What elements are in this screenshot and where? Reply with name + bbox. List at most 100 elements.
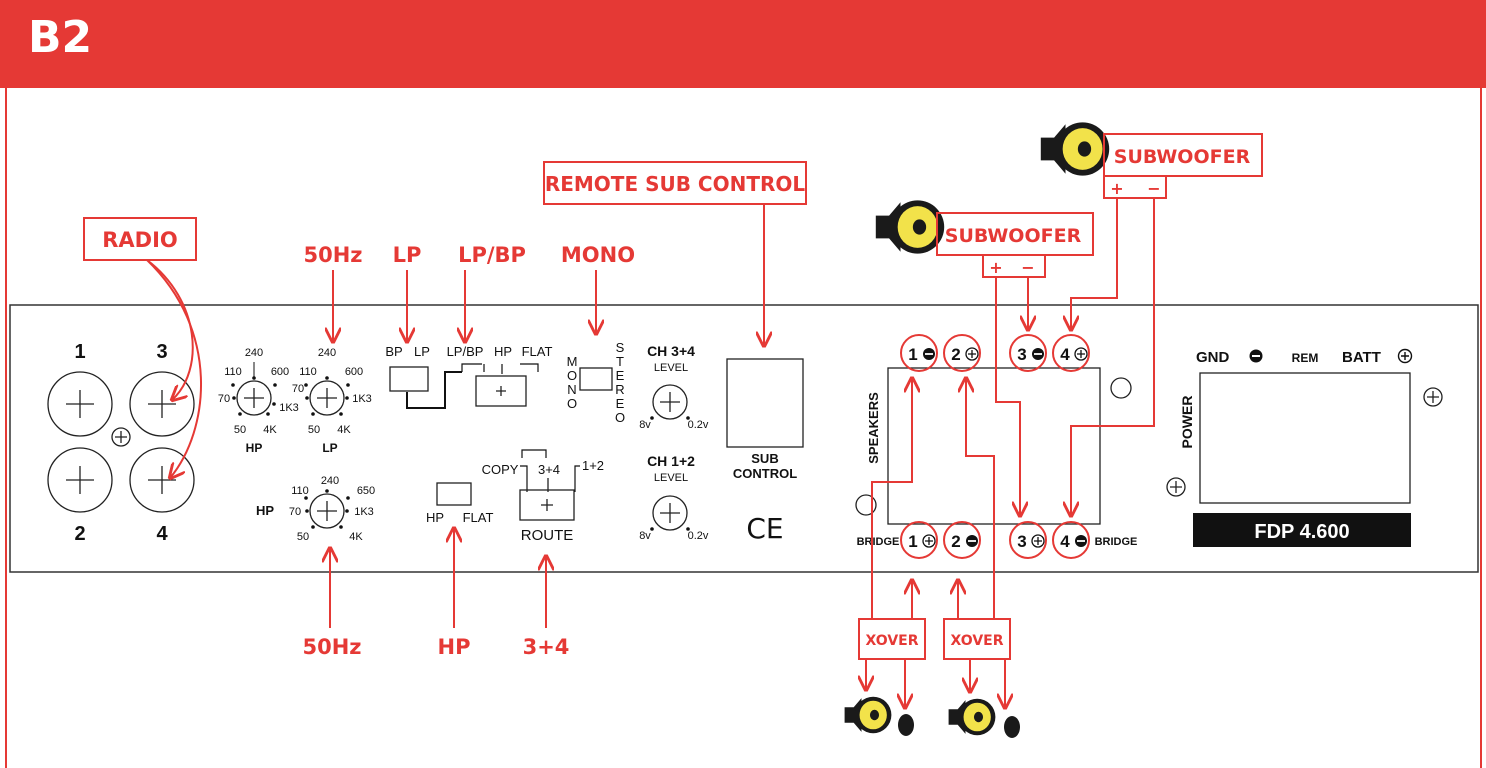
terminal-2-minus-bottom[interactable]: 2 (943, 521, 981, 559)
ch34-level-label: LEVEL (654, 362, 688, 374)
ch34-level-knob-group: CH 3+4 LEVEL 8v 0.2v (639, 343, 709, 431)
subwoofer-1-callout: SUBWOOFER (945, 225, 1082, 247)
ch12-level-knob[interactable] (652, 495, 688, 531)
flat-label: FLAT (522, 344, 553, 359)
tick-240: 240 (321, 475, 339, 487)
sub-control-port[interactable] (726, 358, 804, 448)
tick-240: 240 (318, 347, 336, 359)
hp-knob-top[interactable] (236, 380, 272, 416)
xover-2-tweeter-icon (1004, 716, 1020, 738)
bp-lp-switch-group: BP LP (385, 344, 430, 392)
hp-callout: HP (438, 635, 471, 659)
bp-lp-switch[interactable] (389, 366, 429, 392)
terminal-3-minus-top[interactable]: 3 (1009, 334, 1047, 372)
svg-text:S: S (616, 340, 625, 355)
filter-mode-switch[interactable] (475, 375, 527, 407)
svg-text:T: T (616, 354, 624, 369)
terminal-3-plus-bottom[interactable]: 3 (1009, 521, 1047, 559)
svg-text:O: O (567, 396, 577, 411)
mono-stereo-switch-group: M O N O S T E R E O (567, 340, 625, 425)
rca-jack-1[interactable] (47, 371, 113, 437)
ch12-level-label: LEVEL (654, 472, 688, 484)
ch34-title: CH 3+4 (647, 343, 695, 359)
model-name: FDP 4.600 (1254, 521, 1349, 543)
route-label: ROUTE (521, 527, 574, 544)
tick-1k3: 1K3 (354, 506, 374, 518)
input-4-label: 4 (156, 523, 168, 545)
tick-1k3: 1K3 (279, 402, 299, 414)
route-switch[interactable] (519, 489, 575, 521)
rca-jack-3[interactable] (129, 371, 195, 437)
tick-600: 600 (345, 366, 363, 378)
ch34-level-knob[interactable] (652, 384, 688, 420)
sub1-minus: − (1021, 258, 1034, 277)
mono-callout: MONO (561, 243, 635, 267)
route-34-label: 3+4 (538, 462, 560, 477)
tick-70: 70 (289, 506, 301, 518)
tick-110: 110 (291, 485, 309, 497)
tick-4k: 4K (263, 424, 277, 436)
power-screw-left-icon (1166, 477, 1186, 497)
svg-text:3: 3 (1017, 532, 1026, 551)
batt-plus-icon (1397, 348, 1413, 364)
terminal-4-minus-bottom[interactable]: 4 (1052, 521, 1090, 559)
xover-1-callout: XOVER (866, 633, 919, 649)
lp-knob-label: LP (322, 441, 337, 455)
remote-callout-box (543, 161, 807, 205)
terminal-2-plus-top[interactable]: 2 (943, 334, 981, 372)
lpbp-callout: LP/BP (458, 243, 526, 267)
hp-flat-flat-label: FLAT (463, 510, 494, 525)
svg-text:E: E (616, 396, 625, 411)
bridge-right-label: BRIDGE (1095, 536, 1138, 548)
mono-stereo-switch[interactable] (579, 367, 613, 391)
svg-text:O: O (567, 368, 577, 383)
rca-jack-2[interactable] (47, 447, 113, 513)
hp-knob-bottom[interactable] (309, 493, 345, 529)
ch12-title: CH 1+2 (647, 453, 695, 469)
hp-flat-switch[interactable] (436, 482, 472, 506)
route-12-label: 1+2 (582, 458, 604, 473)
batt-label: BATT (1342, 349, 1381, 366)
ch12-level-knob-group: CH 1+2 LEVEL 8v 0.2v (639, 453, 709, 542)
power-terminal-block[interactable] (1199, 372, 1411, 504)
terminal-1-minus-top[interactable]: 1 (900, 334, 938, 372)
xover-2-to-term2-top (966, 378, 995, 619)
svg-text:1: 1 (908, 532, 917, 551)
tick-70: 70 (218, 393, 230, 405)
terminal-1-plus-bottom[interactable]: 1 (900, 521, 938, 559)
terminal-4-plus-top[interactable]: 4 (1052, 334, 1090, 372)
xover-2-woofer-icon (948, 698, 996, 736)
subwoofer-1-polarity-box (982, 254, 1046, 278)
tick-50: 50 (308, 424, 320, 436)
lp-knob-top[interactable] (309, 380, 345, 416)
svg-text:4: 4 (1060, 532, 1070, 551)
tick-50: 50 (297, 531, 309, 543)
tick-50: 50 (234, 424, 246, 436)
gnd-label: GND (1196, 349, 1230, 366)
xover-2-callout: XOVER (951, 633, 1004, 649)
hp-flat-switch-group: HP FLAT (426, 482, 494, 525)
remote-callout: REMOTE SUB CONTROL (545, 172, 806, 196)
tick-4k: 4K (349, 531, 363, 543)
input-1-label: 1 (74, 341, 85, 363)
speakers-label: SPEAKERS (866, 392, 881, 464)
hp-label: HP (494, 344, 512, 359)
lp-crossover-knob-top: 240 110 600 70 1K3 50 4K LP (292, 347, 372, 455)
mounting-hole-right (1110, 377, 1132, 399)
hz-bottom-callout: 50Hz (302, 635, 361, 659)
power-label: POWER (1179, 396, 1195, 449)
bp-label: BP (385, 344, 402, 359)
ch34-min: 8v (639, 419, 651, 431)
hp-knob-label: HP (246, 441, 263, 455)
sub2-plus-wire (1071, 198, 1118, 330)
tick-110: 110 (224, 366, 242, 378)
svg-text:4: 4 (1060, 345, 1070, 364)
rca-inputs: 1 3 2 4 (47, 341, 195, 545)
svg-text:N: N (567, 382, 576, 397)
model-badge (1193, 513, 1411, 547)
rem-label: REM (1292, 351, 1319, 365)
sub1-plus: + (989, 258, 1002, 277)
stereo-vertical-label: S T E R E O (615, 340, 625, 425)
page-title: B2 (28, 12, 93, 63)
